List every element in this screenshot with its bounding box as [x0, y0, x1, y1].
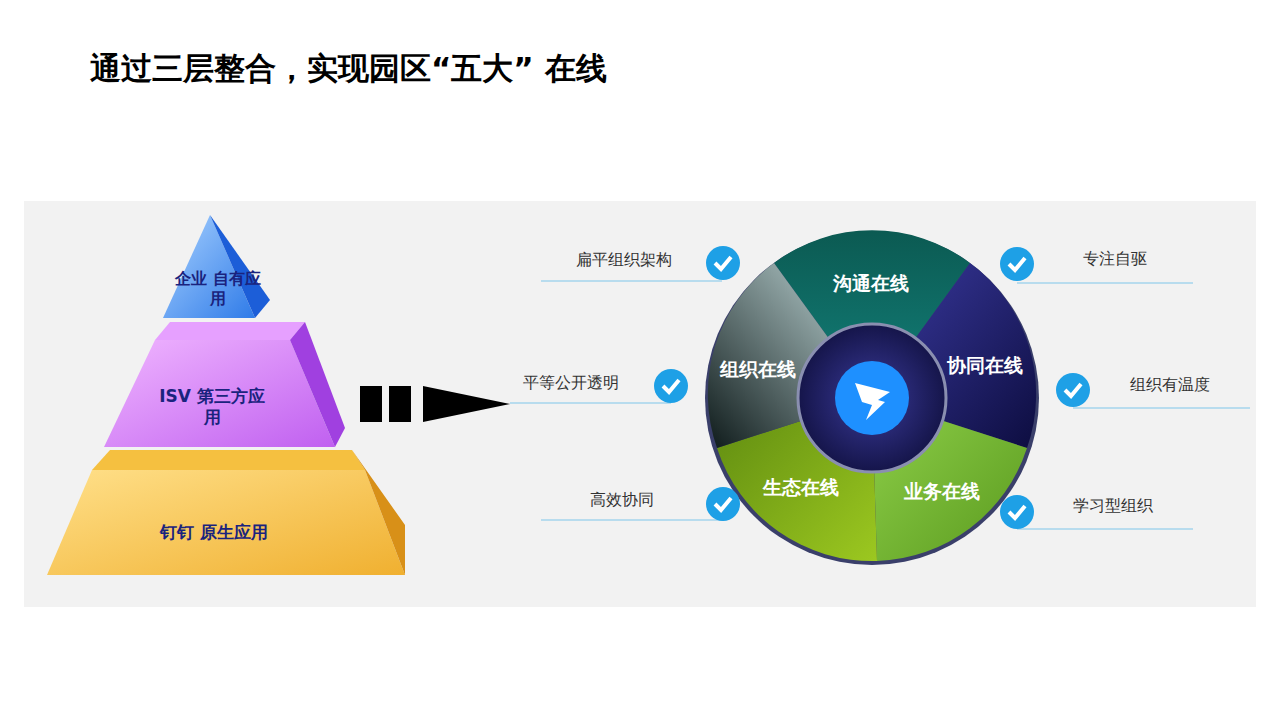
leader-lines [510, 281, 1250, 529]
sector-label: 组织在线 [720, 358, 796, 382]
benefit-label: 专注自驱 [1083, 249, 1147, 270]
tier-label: 企业 自有应用 [173, 269, 263, 309]
benefit-label: 平等公开透明 [523, 373, 619, 394]
panel [24, 201, 1256, 607]
logo-mark [855, 383, 890, 420]
wheel-sector: 业务在线 [904, 480, 980, 504]
pyramid-bottom-top [92, 450, 365, 470]
benefit-label: 高效协同 [590, 490, 654, 511]
pyramid-bottom [47, 470, 405, 575]
sector-label: 生态在线 [763, 476, 839, 500]
pyramid-middle-side [290, 322, 345, 447]
arrow-head [423, 386, 510, 422]
benefit-label: 学习型组织 [1073, 496, 1153, 517]
arrow-bar [360, 386, 382, 422]
sector-label: 业务在线 [904, 480, 980, 504]
pyramid-middle-top [155, 322, 305, 340]
pyramid-bottom-side [352, 450, 405, 575]
check-icons [654, 246, 1090, 529]
wheel-sector: 沟通在线 [833, 272, 909, 296]
wheel-sector: 组织在线 [720, 358, 796, 382]
wheel-rim [705, 231, 1039, 565]
sector-label: 沟通在线 [833, 272, 909, 296]
pyramid-tier: 钉钉 原生应用 [159, 522, 269, 543]
wheel-hub [798, 324, 946, 472]
pyramid-tier: 企业 自有应用 [173, 269, 263, 309]
arrow-bar [389, 386, 411, 422]
benefit-label: 扁平组织架构 [576, 250, 672, 271]
logo-circle [835, 361, 909, 435]
wheel-sector: 生态在线 [763, 476, 839, 500]
tier-label: ISV 第三方应用 [157, 386, 267, 429]
wheel-sector: 协同在线 [947, 354, 1023, 378]
benefit-label: 组织有温度 [1130, 375, 1210, 396]
tier-label: 钉钉 原生应用 [159, 522, 269, 543]
sector-label: 协同在线 [947, 354, 1023, 378]
title: 通过三层整合，实现园区“五大” 在线 [90, 48, 607, 90]
pyramid-tier: ISV 第三方应用 [157, 386, 267, 429]
